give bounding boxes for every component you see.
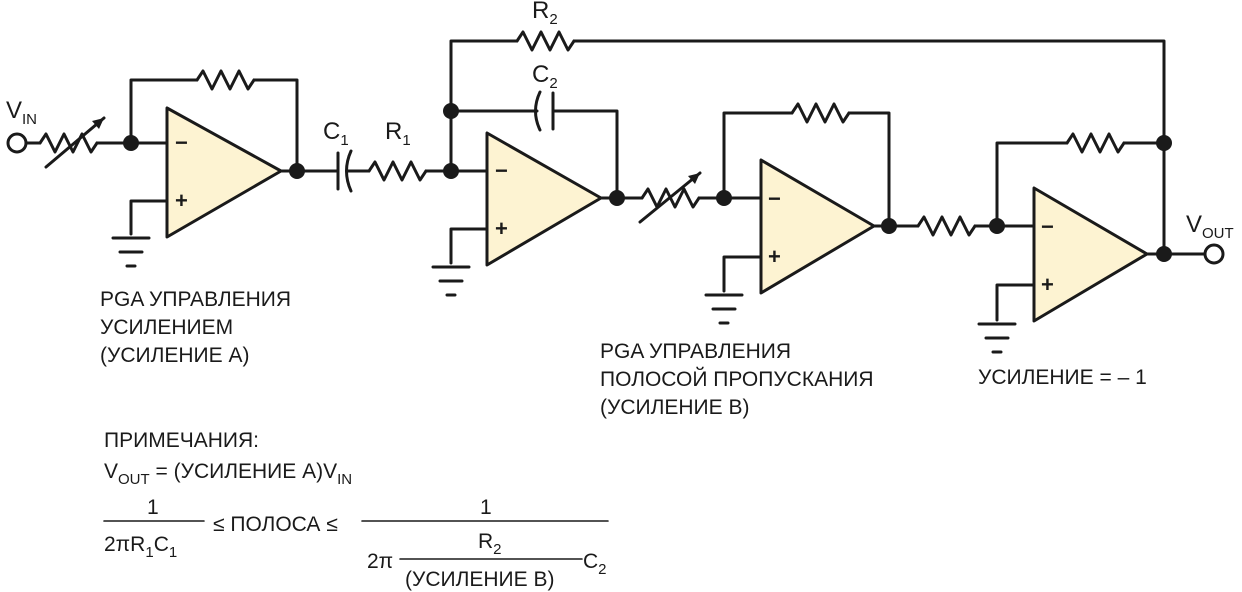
svg-text:R2: R2 <box>532 0 558 28</box>
svg-text:R1: R1 <box>385 118 411 149</box>
bandwidth-pot-arrow <box>638 171 702 224</box>
opamp-3 <box>759 158 876 295</box>
svg-text:C2: C2 <box>532 61 558 92</box>
stage3: − + <box>638 102 1036 325</box>
svg-text:2π: 2π <box>367 550 393 573</box>
svg-text:+: + <box>1041 272 1054 297</box>
gain-pot-resistor <box>38 132 99 154</box>
stage1-feedback-resistor <box>195 69 256 91</box>
svg-text:−: − <box>1041 214 1054 239</box>
gain-pot-arrow <box>44 116 106 169</box>
svg-text:C1: C1 <box>323 118 349 149</box>
svg-text:−: − <box>768 186 781 211</box>
caption-inverter-gain: УСИЛЕНИЕ = – 1 <box>978 366 1147 389</box>
svg-text:(УСИЛЕНИЕ А): (УСИЛЕНИЕ А) <box>100 344 249 367</box>
svg-text:R2: R2 <box>478 530 502 558</box>
band-inequality: ≤ ПОЛОСА ≤ <box>213 513 338 536</box>
stage1: VIN − + <box>6 69 340 268</box>
ground-symbol <box>111 236 151 268</box>
svg-text:1: 1 <box>147 496 159 519</box>
vin-label: VIN <box>6 97 37 128</box>
svg-text:1: 1 <box>480 496 492 519</box>
svg-text:PGA УПРАВЛЕНИЯ: PGA УПРАВЛЕНИЯ <box>600 340 791 363</box>
c1-r1-network: C1 R1 <box>323 118 489 193</box>
svg-text:УСИЛЕНИЕМ: УСИЛЕНИЕМ <box>100 316 233 339</box>
opamp-1 <box>165 106 283 239</box>
svg-text:ПОЛОСОЙ ПРОПУСКАНИЯ: ПОЛОСОЙ ПРОПУСКАНИЯ <box>600 367 874 391</box>
caption-band-pga: PGA УПРАВЛЕНИЯ ПОЛОСОЙ ПРОПУСКАНИЯ (УСИЛ… <box>600 340 874 419</box>
opamp-4 <box>1032 186 1149 323</box>
svg-text:(УСИЛЕНИЕ В): (УСИЛЕНИЕ В) <box>600 396 749 419</box>
svg-text:+: + <box>768 244 781 269</box>
vin-terminal <box>6 132 28 154</box>
equation-vout: VOUT = (УСИЛЕНИЕ А)VIN <box>104 460 352 488</box>
notes-block: ПРИМЕЧАНИЯ: VOUT = (УСИЛЕНИЕ А)VIN 1 2πR… <box>103 429 609 591</box>
svg-text:2πR1C1: 2πR1C1 <box>104 533 177 561</box>
caption-gain-pga: PGA УПРАВЛЕНИЯ УСИЛЕНИЕМ (УСИЛЕНИЕ А) <box>100 288 291 367</box>
stage4-feedback-resistor <box>1065 132 1126 154</box>
svg-text:−: − <box>495 158 508 183</box>
inverter-input-resistor <box>916 215 977 237</box>
stage3-feedback-resistor <box>790 102 851 124</box>
svg-text:+: + <box>495 216 508 241</box>
stage4: − + VOUT <box>977 132 1234 354</box>
svg-text:C2: C2 <box>583 550 607 578</box>
resistor-r1 <box>367 160 428 182</box>
svg-text:−: − <box>175 130 188 155</box>
svg-text:PGA УПРАВЛЕНИЯ: PGA УПРАВЛЕНИЯ <box>100 288 291 311</box>
vout-terminal <box>1203 243 1225 265</box>
vout-label: VOUT <box>1186 211 1234 242</box>
stage2: R2 C2 − + <box>431 0 1166 297</box>
notes-title: ПРИМЕЧАНИЯ: <box>104 429 259 452</box>
svg-text:+: + <box>175 188 188 213</box>
opamp-2 <box>485 131 603 267</box>
svg-text:(УСИЛЕНИЕ В): (УСИЛЕНИЕ В) <box>405 568 554 591</box>
resistor-r2 <box>515 30 576 52</box>
